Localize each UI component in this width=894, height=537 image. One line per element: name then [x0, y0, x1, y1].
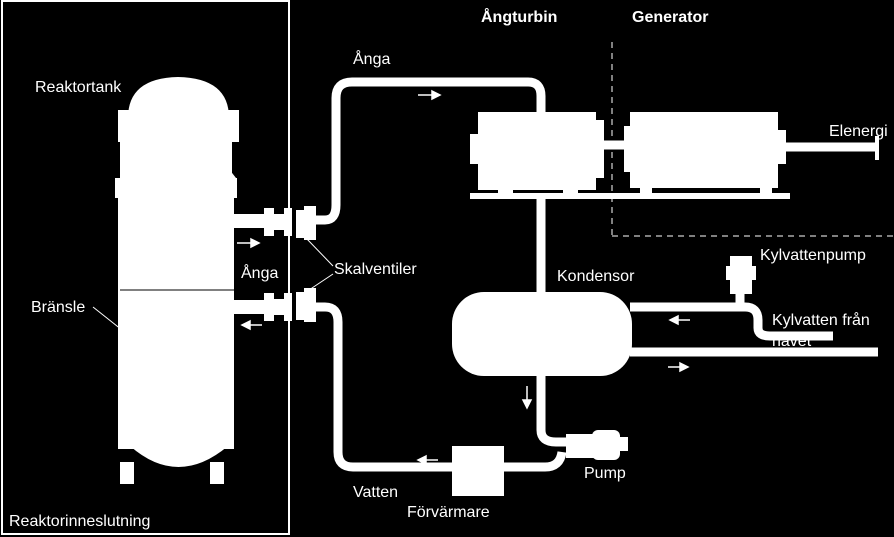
- label-elenergi: Elenergi: [829, 123, 888, 140]
- preheater: [452, 446, 504, 496]
- feed-pump: [566, 430, 628, 460]
- feedwater-nozzle: [234, 300, 264, 314]
- label-vatten: Vatten: [353, 484, 399, 501]
- label-bransle: Bränsle: [31, 299, 86, 316]
- generator-boundary: [611, 42, 894, 237]
- turbine-base-rail: [470, 193, 790, 199]
- label-skalventiler: Skalventiler: [334, 261, 417, 278]
- label-kylvatten-line1: Kylvatten från: [772, 312, 870, 329]
- isolation-valves-steam: [264, 206, 316, 240]
- flow-arrow-water: [416, 454, 438, 466]
- label-kylvatten-line2: havet: [772, 333, 812, 350]
- flow-arrow-cooling-out: [668, 361, 690, 373]
- steam-pipe: [305, 77, 546, 225]
- label-kondensor: Kondensor: [557, 268, 635, 285]
- flow-arrow-feedwater-left: [240, 319, 262, 331]
- label-forvarmare: Förvärmare: [407, 504, 490, 521]
- condenser-pump-pipe: [536, 372, 570, 447]
- elenergi-terminal: [875, 136, 879, 160]
- reactor-vessel: [115, 77, 239, 484]
- flow-arrow-condensate: [521, 386, 533, 410]
- label-reaktortank: Reaktortank: [35, 79, 122, 96]
- cooling-water-pump: [726, 256, 756, 294]
- condenser: [452, 292, 632, 376]
- containment-border: [1, 0, 290, 535]
- steam-turbine: [470, 112, 604, 198]
- label-angturbin: Ångturbin: [481, 9, 558, 26]
- label-pump: Pump: [584, 465, 626, 482]
- steam-nozzle: [234, 214, 264, 228]
- label-anga-left: Ånga: [241, 265, 279, 282]
- feedwater-pipe: [305, 302, 567, 472]
- label-anga-top: Ånga: [353, 51, 391, 68]
- flow-arrow-cooling-in: [668, 314, 690, 326]
- label-kylvattenpump: Kylvattenpump: [760, 247, 866, 264]
- isolation-valves-feedwater: [264, 288, 316, 322]
- label-generator: Generator: [632, 9, 709, 26]
- bransle-leader: [92, 306, 123, 331]
- generator: [624, 112, 786, 194]
- flow-arrow-steam-top: [418, 89, 442, 101]
- label-reaktorinneslutning: Reaktorinneslutning: [9, 513, 151, 530]
- flow-arrow-steam-left: [237, 237, 261, 249]
- cooling-water-in-pipe: [630, 302, 833, 341]
